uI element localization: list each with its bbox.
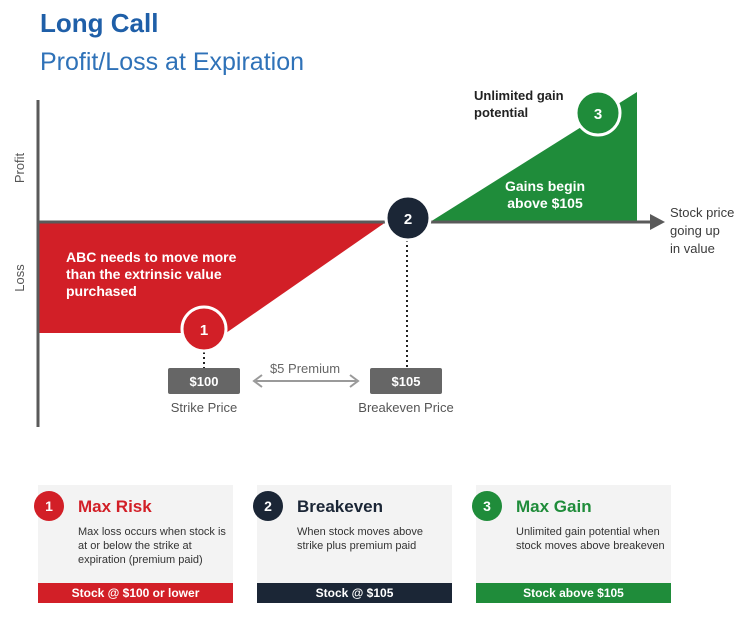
x-axis-label-line-1: Stock price	[670, 205, 734, 220]
unlimited-text-line-2: potential	[474, 105, 528, 120]
premium-arrow-left-icon	[252, 374, 263, 388]
loss-zone-text-line-3: purchased	[66, 283, 137, 299]
premium-arrow-right-icon	[349, 374, 360, 388]
card-2-description: When stock moves above strike plus premi…	[297, 526, 423, 552]
marker-3: 3	[574, 89, 622, 137]
payoff-diagram: Profit Loss Stock price going up in valu…	[12, 88, 734, 427]
marker-2: 2	[384, 194, 432, 242]
card-3-description: Unlimited gain potential when stock move…	[516, 526, 665, 552]
marker-2-number: 2	[404, 211, 412, 228]
strike-price-box	[168, 368, 240, 394]
gain-zone-text-line-2: above $105	[507, 195, 583, 211]
card-2-footer: Stock @ $105	[257, 583, 452, 603]
card-1-footer: Stock @ $100 or lower	[38, 583, 233, 603]
unlimited-text-line-1: Unlimited gain	[474, 88, 564, 103]
strike-price: $100	[190, 374, 219, 389]
loss-zone	[38, 222, 386, 333]
breakeven-price-box	[370, 368, 442, 394]
marker-1-number: 1	[200, 322, 208, 339]
card-2-title: Breakeven	[297, 497, 384, 516]
loss-label: Loss	[12, 264, 27, 292]
marker-1: 1	[180, 305, 228, 353]
card-2-number: 2	[253, 491, 283, 521]
breakeven-price: $105	[392, 374, 421, 389]
breakeven-caption: Breakeven Price	[358, 400, 453, 415]
card-1-description: Max loss occurs when stock is at or belo…	[78, 526, 226, 566]
premium-label: $5 Premium	[270, 361, 340, 376]
page-title: Long Call	[40, 8, 159, 38]
gain-zone-text-line-1: Gains begin	[505, 178, 585, 194]
loss-zone-text-line-2: than the extrinsic value	[66, 266, 222, 282]
profit-label: Profit	[12, 152, 27, 183]
card-3-footer: Stock above $105	[476, 583, 671, 603]
max-gain-card: 3 Max Gain Unlimited gain potential when…	[472, 485, 671, 603]
x-axis-label-line-3: in value	[670, 241, 715, 256]
card-1-number: 1	[34, 491, 64, 521]
x-axis-arrow-icon	[650, 214, 665, 230]
loss-zone-text-line-1: ABC needs to move more	[66, 249, 237, 265]
breakeven-card: 2 Breakeven When stock moves above strik…	[253, 485, 452, 603]
max-risk-card: 1 Max Risk Max loss occurs when stock is…	[34, 485, 233, 603]
card-3-number: 3	[472, 491, 502, 521]
marker-3-number: 3	[594, 106, 602, 123]
x-axis-label-line-2: going up	[670, 223, 720, 238]
strike-caption: Strike Price	[171, 400, 237, 415]
card-1-title: Max Risk	[78, 497, 152, 516]
card-3-title: Max Gain	[516, 497, 592, 516]
page-subtitle: Profit/Loss at Expiration	[40, 48, 305, 76]
